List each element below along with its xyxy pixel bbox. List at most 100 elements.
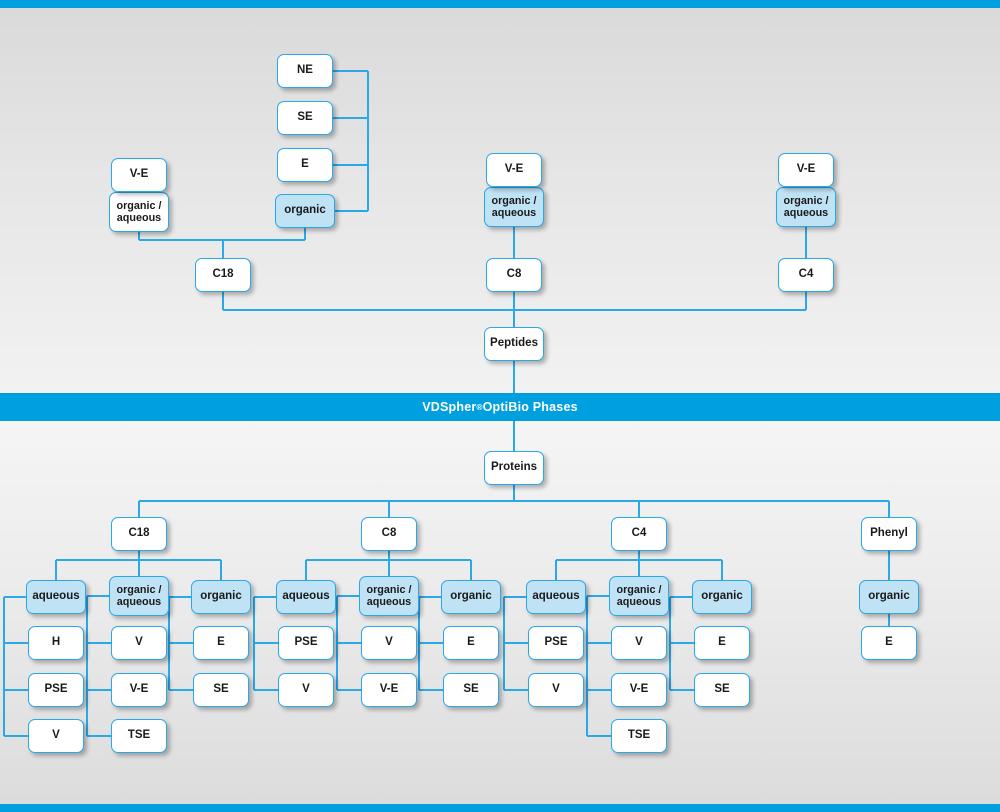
connector-c18-organic-aqueous-drop <box>138 232 140 240</box>
leaf-node-c8-organic-aqueous-v-e-peptides-label: V-E <box>504 163 524 176</box>
connector-c18-aqueous-drop <box>55 560 57 580</box>
leaf-node-c8-aqueous-pse-proteins[interactable]: PSE <box>278 626 334 660</box>
leaf-node-phenyl-organic-e-label: E <box>885 636 893 649</box>
leaf-node-c18-organic-aqueous-tse-proteins[interactable]: TSE <box>111 719 167 753</box>
connector-bracket-stub-c8-organic-head <box>419 596 441 598</box>
leaf-node-c18-aqueous-pse-proteins[interactable]: PSE <box>28 673 84 707</box>
connector-proteins-stem <box>513 485 515 501</box>
leaf-node-c4-organic-aqueous-v-e-peptides[interactable]: V-E <box>778 153 834 187</box>
top-accent-bar <box>0 0 1000 8</box>
leaf-node-c8-aqueous-v-proteins[interactable]: V <box>278 673 334 707</box>
banner-brand: VDSpher <box>422 400 477 414</box>
mode-node-c18-organic-aqueous-peptides[interactable]: organic / aqueous <box>109 192 169 232</box>
product-banner: VDSpher® OptiBio Phases <box>0 393 1000 421</box>
mode-node-c18-organic-aqueous-proteins[interactable]: organic / aqueous <box>109 576 169 616</box>
connector-bracket-stub-c8-organic-se <box>419 689 443 691</box>
banner-product: OptiBio Phases <box>482 400 578 414</box>
leaf-node-c18-aqueous-h-proteins[interactable]: H <box>28 626 84 660</box>
mode-node-c4-organic-proteins-label: organic <box>701 590 743 603</box>
mode-node-c4-organic-aqueous-peptides[interactable]: organic / aqueous <box>776 187 836 227</box>
leaf-node-c18-organic-ne-peptides-label: NE <box>297 64 313 77</box>
mode-node-c8-aqueous-proteins[interactable]: aqueous <box>276 580 336 614</box>
leaf-node-c18-organic-e-peptides-label: E <box>301 158 309 171</box>
connector-c8-fan-stem <box>388 551 390 560</box>
leaf-node-c4-organic-e-proteins-label: E <box>718 636 726 649</box>
mode-node-c18-organic-aqueous-peptides-label: organic / aqueous <box>116 199 162 224</box>
connector-bracket-stub-c4-organic-aqueous-head <box>587 595 609 597</box>
connector-bracket-stub-ne <box>333 70 368 72</box>
leaf-node-c4-organic-aqueous-tse-proteins[interactable]: TSE <box>611 719 667 753</box>
phase-node-c18-peptides-label: C18 <box>212 268 234 281</box>
leaf-node-c8-organic-aqueous-v-proteins[interactable]: V <box>361 626 417 660</box>
phase-node-c18-peptides[interactable]: C18 <box>195 258 251 292</box>
leaf-node-c18-aqueous-v-proteins-label: V <box>52 729 60 742</box>
connector-bracket-stub-c8-organic-aqueous-v-e <box>337 689 361 691</box>
connector-bracket-stub-c4-organic-se <box>670 689 694 691</box>
connector-bracket-stub-c18-organic-se <box>169 689 193 691</box>
connector-c18-stem <box>222 240 224 258</box>
leaf-node-phenyl-organic-e[interactable]: E <box>861 626 917 660</box>
leaf-node-c18-organic-aqueous-v-proteins-label: V <box>135 636 143 649</box>
mode-node-c8-organic-proteins[interactable]: organic <box>441 580 501 614</box>
mode-node-c8-organic-aqueous-proteins-label: organic / aqueous <box>366 583 412 608</box>
leaf-node-c18-organic-aqueous-tse-proteins-label: TSE <box>127 729 151 742</box>
connector-bracket-stub-c18-organic-aqueous-v <box>87 642 111 644</box>
leaf-node-c4-aqueous-pse-proteins[interactable]: PSE <box>528 626 584 660</box>
phase-node-c4-proteins-label: C4 <box>631 527 647 540</box>
mode-node-c18-aqueous-proteins[interactable]: aqueous <box>26 580 86 614</box>
mode-node-c4-organic-proteins[interactable]: organic <box>692 580 752 614</box>
connector-c4-fan-stem <box>638 551 640 560</box>
phase-node-c8-peptides[interactable]: C8 <box>486 258 542 292</box>
mode-node-c8-organic-aqueous-peptides[interactable]: organic / aqueous <box>484 187 544 227</box>
mode-node-c4-organic-aqueous-proteins[interactable]: organic / aqueous <box>609 576 669 616</box>
leaf-node-c4-aqueous-v-proteins[interactable]: V <box>528 673 584 707</box>
leaf-node-c18-organic-ne-peptides[interactable]: NE <box>277 54 333 88</box>
phase-node-phenyl-proteins[interactable]: Phenyl <box>861 517 917 551</box>
connector-bracket-stub-c18-aqueous-h <box>4 642 28 644</box>
leaf-node-c18-organic-aqueous-v-proteins[interactable]: V <box>111 626 167 660</box>
connector-c4-drop <box>638 501 640 517</box>
mode-node-c4-aqueous-proteins-label: aqueous <box>532 590 580 603</box>
leaf-node-c18-aqueous-v-proteins[interactable]: V <box>28 719 84 753</box>
leaf-node-c8-organic-e-proteins-label: E <box>467 636 475 649</box>
connector-phenyl-fan-stem <box>888 551 890 560</box>
mode-node-c18-aqueous-proteins-label: aqueous <box>32 590 80 603</box>
leaf-node-c18-organic-aqueous-v-e-proteins[interactable]: V-E <box>111 673 167 707</box>
mode-node-c4-aqueous-proteins[interactable]: aqueous <box>526 580 586 614</box>
mode-node-c18-organic-proteins[interactable]: organic <box>191 580 251 614</box>
connector-bracket-stub-c8-aqueous-head <box>254 596 276 598</box>
root-node-peptides[interactable]: Peptides <box>484 327 544 361</box>
leaf-node-c4-organic-e-proteins[interactable]: E <box>694 626 750 660</box>
mode-node-c18-organic-peptides[interactable]: organic <box>275 194 335 228</box>
phase-node-c4-peptides[interactable]: C4 <box>778 258 834 292</box>
leaf-node-c18-organic-se-peptides[interactable]: SE <box>277 101 333 135</box>
leaf-node-c18-organic-aqueous-v-e-proteins-label: V-E <box>129 683 149 696</box>
leaf-node-c4-organic-aqueous-v-proteins[interactable]: V <box>611 626 667 660</box>
mode-node-c8-organic-aqueous-proteins[interactable]: organic / aqueous <box>359 576 419 616</box>
leaf-node-c18-organic-aqueous-v-e-peptides[interactable]: V-E <box>111 158 167 192</box>
connector-c8-organic-aqueous-down <box>513 227 515 258</box>
leaf-node-c18-organic-e-proteins[interactable]: E <box>193 626 249 660</box>
leaf-node-c4-organic-se-proteins[interactable]: SE <box>694 673 750 707</box>
leaf-node-c8-organic-aqueous-v-e-peptides[interactable]: V-E <box>486 153 542 187</box>
leaf-node-c4-aqueous-v-proteins-label: V <box>552 683 560 696</box>
leaf-node-c8-organic-aqueous-v-e-proteins[interactable]: V-E <box>361 673 417 707</box>
phase-node-c18-proteins[interactable]: C18 <box>111 517 167 551</box>
leaf-node-c8-aqueous-v-proteins-label: V <box>302 683 310 696</box>
connector-bracket-stub-c18-organic-aqueous-v-e <box>87 689 111 691</box>
leaf-node-c8-organic-se-proteins-label: SE <box>463 683 479 696</box>
proteins-distribution-bar <box>139 500 889 502</box>
leaf-node-c18-organic-e-peptides[interactable]: E <box>277 148 333 182</box>
root-node-proteins[interactable]: Proteins <box>484 451 544 485</box>
leaf-node-c8-organic-aqueous-v-proteins-label: V <box>385 636 393 649</box>
leaf-node-c8-organic-se-proteins[interactable]: SE <box>443 673 499 707</box>
leaf-node-c4-organic-aqueous-v-e-proteins[interactable]: V-E <box>611 673 667 707</box>
mode-node-phenyl-organic-proteins[interactable]: organic <box>859 580 919 614</box>
leaf-node-c18-organic-se-proteins[interactable]: SE <box>193 673 249 707</box>
leaf-node-c4-organic-aqueous-v-e-peptides-label: V-E <box>796 163 816 176</box>
connector-bracket-stub-c4-aqueous-head <box>504 596 526 598</box>
connector-c8-aqueous-drop <box>305 560 307 580</box>
phase-node-c8-proteins[interactable]: C8 <box>361 517 417 551</box>
phase-node-c4-proteins[interactable]: C4 <box>611 517 667 551</box>
leaf-node-c8-organic-e-proteins[interactable]: E <box>443 626 499 660</box>
